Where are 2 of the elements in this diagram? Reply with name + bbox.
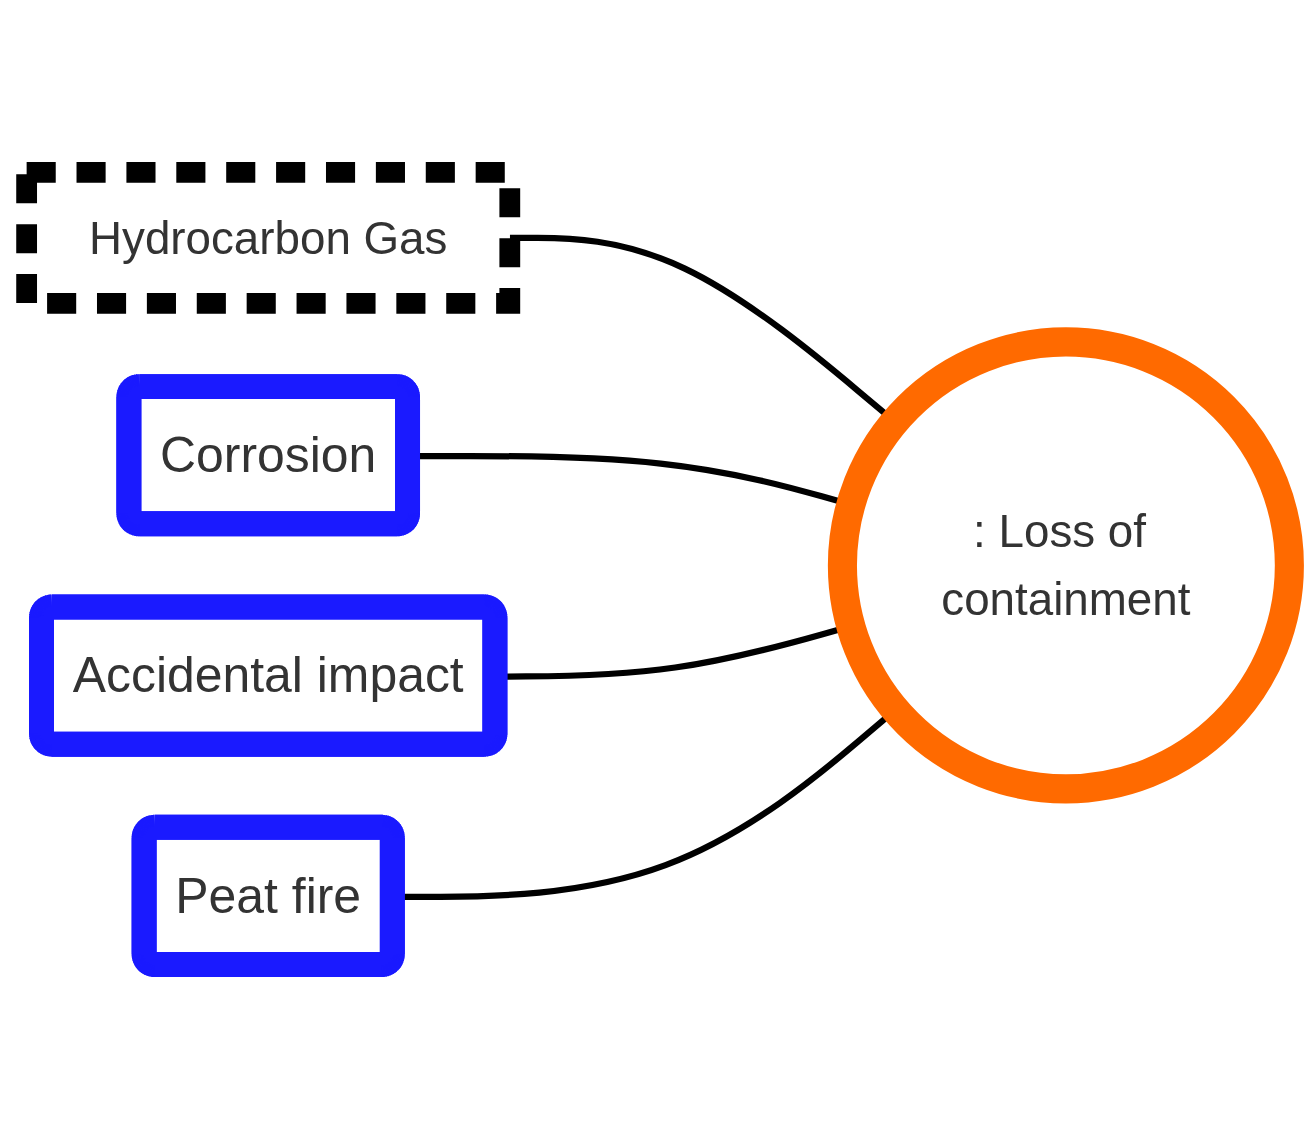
- node-box: Hydrocarbon Gas: [16, 162, 521, 314]
- node-circle: : Loss of containment: [827, 327, 1304, 804]
